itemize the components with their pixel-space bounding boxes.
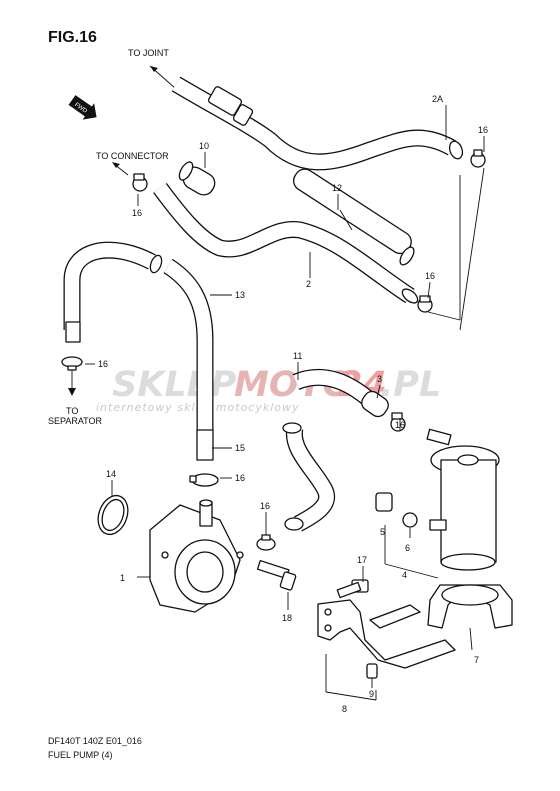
- callout-17: 17: [357, 555, 367, 565]
- to-connector-arrowhead-icon: [112, 162, 120, 168]
- callout-labels: 1 2 2A 3 4 5 6 7 8 9 10 11 12 13 14 15 1…: [98, 94, 488, 714]
- watermark-brand-a: SKLEP: [112, 365, 237, 405]
- callout-16-a: 16: [478, 125, 488, 135]
- callout-2a: 2A: [432, 94, 443, 104]
- callout-18: 18: [282, 613, 292, 623]
- clamp-16-center: [189, 473, 219, 487]
- fuel-pump-body: [149, 499, 244, 613]
- clamp-16-lower-center: [256, 534, 276, 551]
- callout-3: 3: [377, 374, 382, 384]
- callout-8: 8: [342, 704, 347, 714]
- clamp-16-upper-right: [470, 149, 486, 168]
- to-connector-label: TO CONNECTOR: [96, 151, 169, 161]
- callout-16-c: 16: [425, 271, 435, 281]
- to-joint-direction: TO JOINT: [128, 48, 176, 89]
- to-joint-arrowhead-icon: [150, 66, 158, 72]
- part-5-fitting: [375, 492, 393, 512]
- watermark-brand-d: .PL: [380, 365, 441, 405]
- hose-2: [153, 182, 419, 304]
- clamp-16-near-3: [390, 412, 406, 432]
- callout-13: 13: [235, 290, 245, 300]
- part-9-spacer: [366, 663, 378, 679]
- watermark: SKLEP MOTO 24 .PL internetowy sklep moto…: [96, 365, 441, 414]
- fwd-arrow-icon: FWD: [68, 95, 97, 120]
- clamp-16-left: [61, 356, 83, 371]
- hose-12: [293, 168, 415, 266]
- to-separator-arrowhead-icon: [68, 388, 76, 396]
- callout-9: 9: [369, 689, 374, 699]
- callout-2: 2: [306, 279, 311, 289]
- to-separator-label-1: TO: [66, 406, 78, 416]
- bolt-17: [336, 579, 369, 599]
- hose-13: [63, 241, 214, 440]
- callout-16-g: 16: [395, 420, 405, 430]
- bracket-7: [427, 584, 513, 629]
- to-separator-label-2: SEPARATOR: [48, 416, 103, 426]
- diagram-caption: FUEL PUMP (4): [48, 750, 113, 760]
- callout-5: 5: [380, 527, 385, 537]
- clamp-16-hose-2: [417, 295, 433, 313]
- hose-10: [178, 161, 216, 196]
- figure-title: FIG.16: [48, 29, 97, 46]
- callout-1: 1: [120, 573, 125, 583]
- callout-4: 4: [402, 570, 407, 580]
- to-joint-label: TO JOINT: [128, 48, 169, 58]
- o-ring-14: [97, 494, 129, 536]
- callout-16-b: 16: [132, 208, 142, 218]
- callout-12: 12: [332, 183, 342, 193]
- clamp-16-to-connector: [132, 173, 148, 192]
- hose-11: [282, 368, 378, 532]
- callout-10: 10: [199, 141, 209, 151]
- callout-16-f: 16: [260, 501, 270, 511]
- to-separator-direction: TO SEPARATOR: [48, 370, 103, 426]
- callout-6: 6: [405, 543, 410, 553]
- hose-15: [196, 429, 214, 461]
- hose-2a: [171, 76, 464, 171]
- fuel-filter: [426, 428, 500, 571]
- part-6-clamp: [402, 512, 418, 528]
- diagram-code: DF140T 140Z E01_016: [48, 736, 142, 746]
- callout-7: 7: [474, 655, 479, 665]
- callout-11: 11: [293, 351, 302, 361]
- callout-16-e: 16: [235, 473, 245, 483]
- bracket-8: [317, 599, 456, 669]
- callout-15: 15: [235, 443, 245, 453]
- callout-16-d: 16: [98, 359, 108, 369]
- bolt-18: [256, 559, 297, 591]
- callout-14: 14: [106, 469, 116, 479]
- to-connector-direction: TO CONNECTOR: [96, 151, 169, 176]
- hose-3: [361, 390, 389, 418]
- leader-lines: [85, 105, 485, 701]
